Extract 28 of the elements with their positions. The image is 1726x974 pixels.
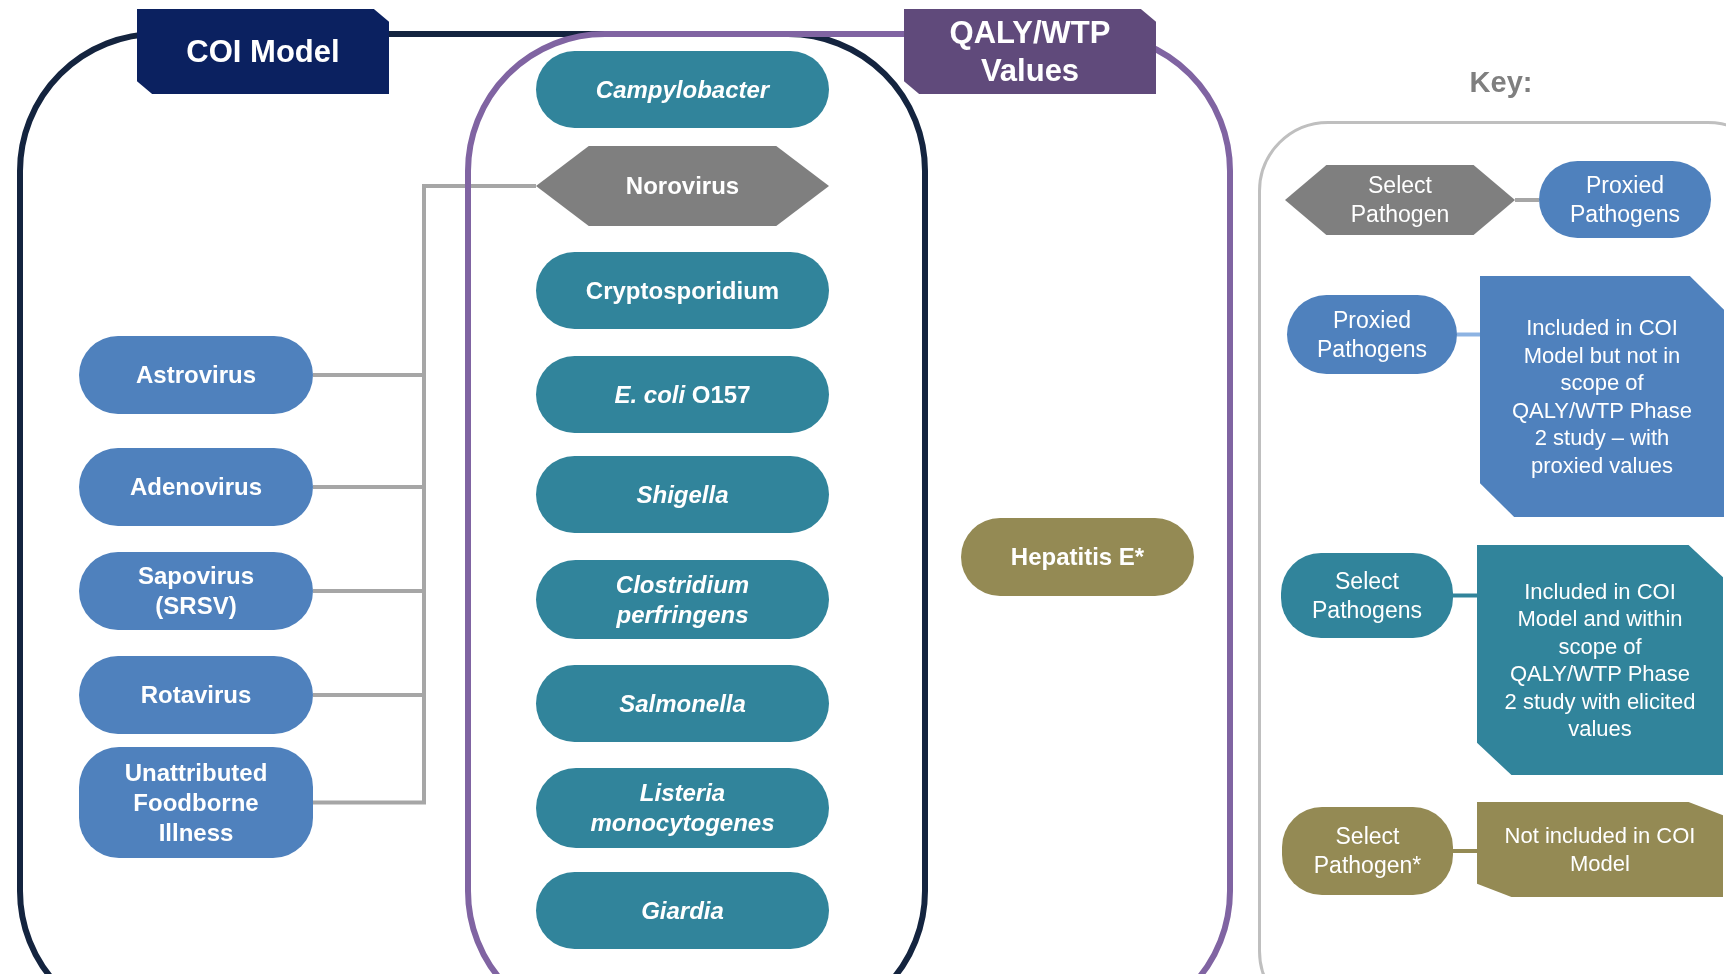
select-pathogen-pill: E. coli O157 <box>536 356 829 433</box>
connector-line <box>1515 198 1539 202</box>
frame-title-tab: COI Model <box>137 9 389 94</box>
proxied-pathogen-pill: Proxied Pathogens <box>1287 295 1457 374</box>
select-pathogen-pill: Giardia <box>536 872 829 949</box>
description-box: Not included in COI Model <box>1477 802 1723 897</box>
connector-line <box>1457 332 1480 337</box>
select-pathogen-pill: Salmonella <box>536 665 829 742</box>
proxied-pathogen-pill: Adenovirus <box>79 448 313 526</box>
description-box: Included in COI Model and within scope of QALY/WTP Phase 2 study with elicited values <box>1477 545 1723 775</box>
proxied-pathogen-pill: Sapovirus (SRSV) <box>79 552 313 630</box>
proxied-pathogen-pill: Rotavirus <box>79 656 313 734</box>
select-pathogen-pill: Shigella <box>536 456 829 533</box>
proxied-pathogen-pill: Unattributed Foodborne Illness <box>79 747 313 858</box>
proxied-pathogen-pill: Astrovirus <box>79 336 313 414</box>
description-box: Included in COI Model but not in scope of QALY/WTP Phase 2 study – with proxied values <box>1480 276 1724 517</box>
frame-title-tab: QALY/WTP Values <box>904 9 1156 94</box>
select-pathogen-pill: Listeria monocytogenes <box>536 768 829 848</box>
select-pathogen-pill: Campylobacter <box>536 51 829 128</box>
connector-line <box>1453 849 1477 853</box>
pathogen-pill: Select Pathogen* <box>1282 807 1453 895</box>
proxied-pathogen-pill: Proxied Pathogens <box>1539 161 1711 238</box>
select-pathogen-pill: Clostridium perfringens <box>536 560 829 639</box>
select-pathogen-pill: Cryptosporidium <box>536 252 829 329</box>
select-pathogen-pill: Select Pathogens <box>1281 553 1453 638</box>
key-heading: Key: <box>1468 64 1534 100</box>
connector-line <box>1453 593 1477 598</box>
pathogen-pill: Hepatitis E* <box>961 518 1194 596</box>
